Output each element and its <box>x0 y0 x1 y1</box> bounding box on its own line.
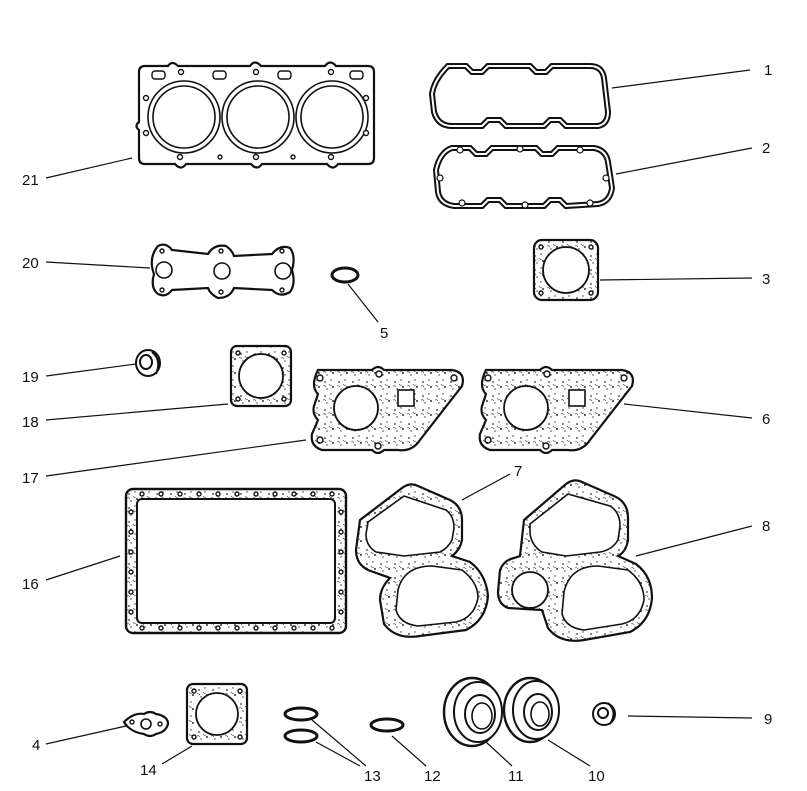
bolt-hole <box>272 491 278 497</box>
bolt-hole <box>139 625 145 631</box>
manifold-gasket-20 <box>150 243 295 300</box>
bolt-hole <box>291 625 297 631</box>
plate-gasket-6 <box>478 365 634 455</box>
bolt-hole <box>215 491 221 497</box>
o-rings-13 <box>283 706 319 744</box>
bolt-hole <box>177 625 183 631</box>
bolt-hole <box>196 625 202 631</box>
bolt-hole <box>234 491 240 497</box>
bolt-hole <box>128 529 134 535</box>
callout-labels: 1 2 3 4 5 6 7 8 9 10 11 12 13 14 16 17 1… <box>22 62 772 785</box>
bolt-hole <box>338 529 344 535</box>
bolt-hole <box>329 625 335 631</box>
bolt-hole <box>291 491 297 497</box>
crankshaft-seal-11 <box>442 676 503 748</box>
bolt-hole <box>338 589 344 595</box>
callout-7: 7 <box>514 463 522 480</box>
callout-14: 14 <box>140 762 157 779</box>
callout-9: 9 <box>764 711 772 728</box>
bolt-hole <box>128 549 134 555</box>
sump-gasket-16 <box>124 487 348 635</box>
callout-6: 6 <box>762 411 770 428</box>
callout-1: 1 <box>764 62 772 79</box>
callout-21: 21 <box>22 172 39 189</box>
bolt-hole <box>338 609 344 615</box>
bolt-hole <box>329 491 335 497</box>
o-ring-12 <box>369 717 405 733</box>
square-gasket-14 <box>185 682 249 746</box>
timing-cover-gasket-8 <box>496 479 654 642</box>
callout-17: 17 <box>22 470 39 487</box>
rocker-cover-gasket-2 <box>432 145 616 210</box>
plate-gasket-17 <box>310 365 464 455</box>
bolt-hole <box>272 625 278 631</box>
bolt-hole <box>128 609 134 615</box>
square-gasket-18 <box>229 344 293 408</box>
callout-10: 10 <box>588 768 605 785</box>
bolt-hole <box>128 589 134 595</box>
timing-cover-gasket-7 <box>354 483 490 638</box>
bolt-hole <box>253 625 259 631</box>
leader-lines <box>45 69 753 767</box>
callout-16: 16 <box>22 576 39 593</box>
bolt-hole <box>310 625 316 631</box>
callout-11: 11 <box>508 768 524 785</box>
callout-20: 20 <box>22 255 39 272</box>
bolt-hole <box>338 569 344 575</box>
bolt-hole <box>196 491 202 497</box>
cylinder-head-gasket-21 <box>135 61 376 169</box>
callout-8: 8 <box>762 518 770 535</box>
bolt-hole <box>139 491 145 497</box>
rocker-cover-gasket-1 <box>428 63 612 129</box>
callout-19: 19 <box>22 369 39 386</box>
seal-9 <box>592 702 616 726</box>
callout-4: 4 <box>32 737 40 754</box>
bolt-hole <box>177 491 183 497</box>
bolt-hole <box>215 625 221 631</box>
bolt-hole <box>338 509 344 515</box>
callout-18: 18 <box>22 414 39 431</box>
callout-13: 13 <box>364 768 381 785</box>
o-ring-5 <box>330 266 360 284</box>
bolt-hole <box>234 625 240 631</box>
bolt-hole <box>338 549 344 555</box>
bolt-hole <box>158 491 164 497</box>
bolt-hole <box>253 491 259 497</box>
bolt-hole <box>310 491 316 497</box>
bolt-hole <box>128 569 134 575</box>
bolt-hole <box>158 625 164 631</box>
callout-5: 5 <box>380 325 388 342</box>
bolt-hole <box>128 509 134 515</box>
callout-2: 2 <box>762 140 770 157</box>
callout-3: 3 <box>762 271 770 288</box>
square-gasket-3 <box>532 238 600 302</box>
seal-19 <box>135 349 161 377</box>
flange-gasket-4 <box>122 710 170 738</box>
callout-12: 12 <box>424 768 441 785</box>
crankshaft-seal-10 <box>502 676 560 744</box>
